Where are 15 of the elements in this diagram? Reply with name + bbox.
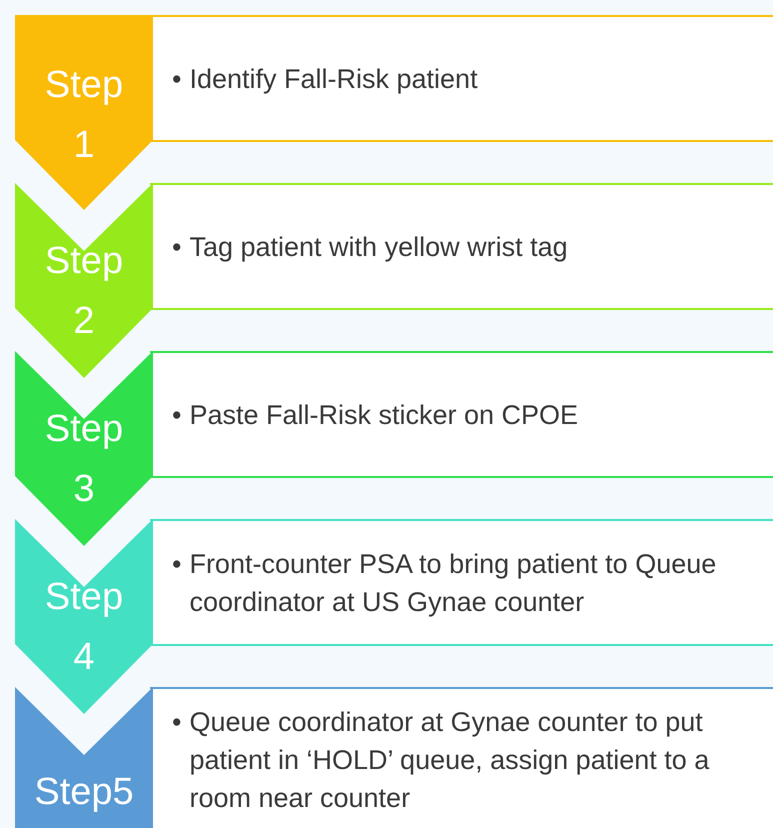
step-description: Tag patient with yellow wrist tag — [189, 230, 569, 264]
step-description: Queue coordinator at Gynae counter to put patient in ‘HOLD’ queue, assign patient to a room near counter — [189, 706, 710, 814]
step-label: Step5 — [34, 770, 134, 815]
step-label: Step 2 — [44, 239, 124, 344]
step-description: Front-counter PSA to bring patient to Queue coordinator at US Gynae counter — [189, 548, 718, 619]
bullet-marker: • — [172, 62, 182, 96]
step-description: Identify Fall-Risk patient — [189, 62, 479, 96]
step-label: Step 1 — [44, 63, 124, 168]
step-description: Paste Fall-Risk sticker on CPOE — [189, 398, 580, 432]
bullet-marker: • — [172, 230, 182, 264]
step-label: Step 3 — [44, 407, 124, 512]
bullet-marker: • — [172, 706, 182, 738]
bullet-marker: • — [172, 548, 182, 580]
step-label: Step 4 — [44, 575, 124, 680]
bullet-marker: • — [172, 398, 182, 432]
